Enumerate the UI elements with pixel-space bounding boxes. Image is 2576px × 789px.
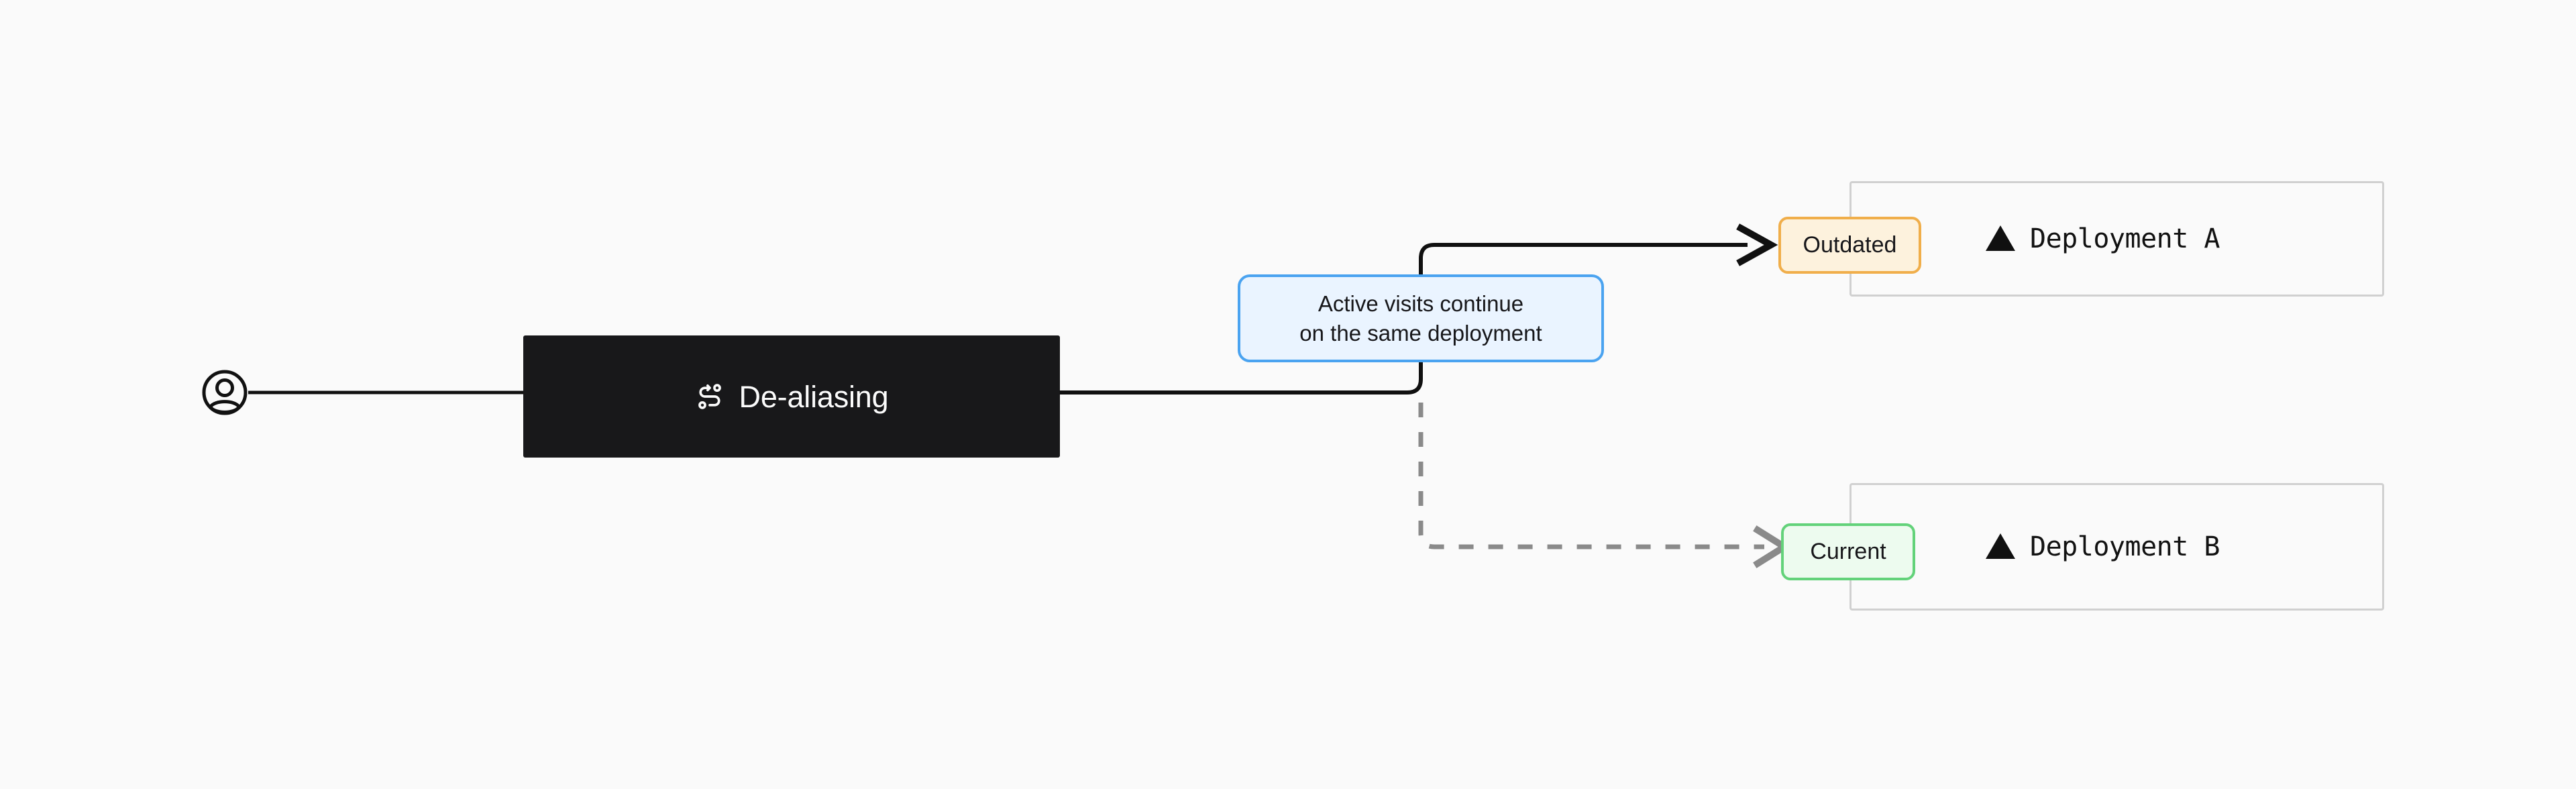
deployment-card-a[interactable]: Deployment A — [1849, 181, 2384, 297]
annotation-tooltip: Active visits continue on the same deplo… — [1238, 274, 1604, 362]
deployment-card-b-content: Deployment B — [1986, 531, 2220, 562]
annotation-line-2: on the same deployment — [1299, 320, 1542, 346]
vercel-triangle-icon — [1986, 533, 2015, 559]
user-node[interactable] — [201, 369, 248, 416]
dealiasing-label: De-aliasing — [739, 379, 889, 414]
user-avatar-icon — [202, 370, 248, 415]
status-badge-outdated-label: Outdated — [1803, 232, 1897, 258]
arrowhead-deployment-a — [1736, 223, 1778, 266]
vercel-triangle-icon — [1986, 225, 2015, 251]
annotation-line-1: Active visits continue — [1318, 291, 1524, 316]
edge-dealiasing-to-deployment-b — [1418, 403, 1764, 549]
status-badge-current[interactable]: Current — [1781, 523, 1915, 580]
deployment-a-name: Deployment A — [2030, 223, 2220, 254]
deployment-b-name: Deployment B — [2030, 531, 2220, 562]
status-badge-outdated[interactable]: Outdated — [1778, 217, 1921, 274]
status-badge-current-label: Current — [1810, 539, 1886, 564]
route-waypoints-icon — [695, 382, 724, 411]
deployment-card-b[interactable]: Deployment B — [1849, 483, 2384, 611]
dealiasing-process-node[interactable]: De-aliasing — [523, 335, 1060, 458]
deployment-card-a-content: Deployment A — [1986, 223, 2220, 254]
